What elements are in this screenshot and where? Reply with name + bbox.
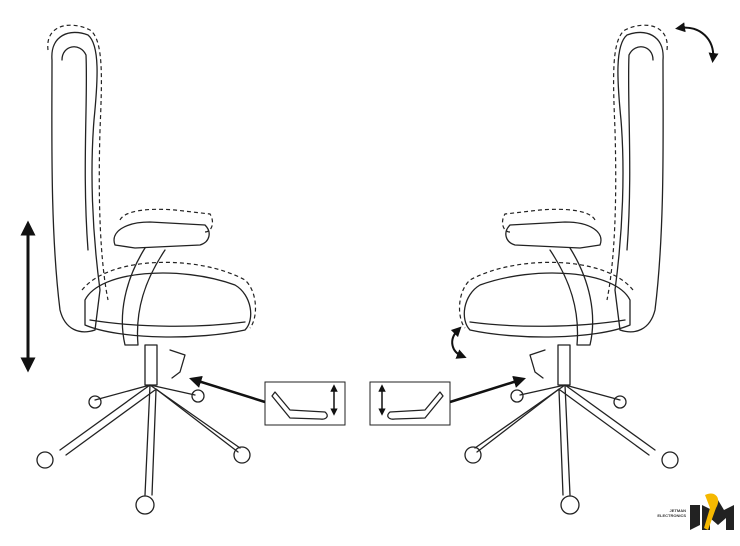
jetman-logo bbox=[690, 493, 734, 530]
right-pointer-arrow-icon bbox=[449, 375, 526, 404]
seat-tilt-arrow-icon bbox=[450, 326, 467, 359]
left-lever-inset bbox=[264, 381, 346, 426]
left-pointer-arrow-icon bbox=[189, 375, 266, 404]
logo-line2: ELECTRONICS bbox=[657, 513, 686, 518]
right-chair bbox=[458, 24, 679, 515]
left-chair bbox=[36, 24, 257, 515]
logo-text: JETMAN ELECTRONICS bbox=[640, 508, 686, 518]
logo-line1: JETMAN bbox=[669, 508, 686, 513]
right-lever-inset bbox=[369, 381, 451, 426]
backrest-tilt-arrow-icon bbox=[675, 22, 719, 63]
